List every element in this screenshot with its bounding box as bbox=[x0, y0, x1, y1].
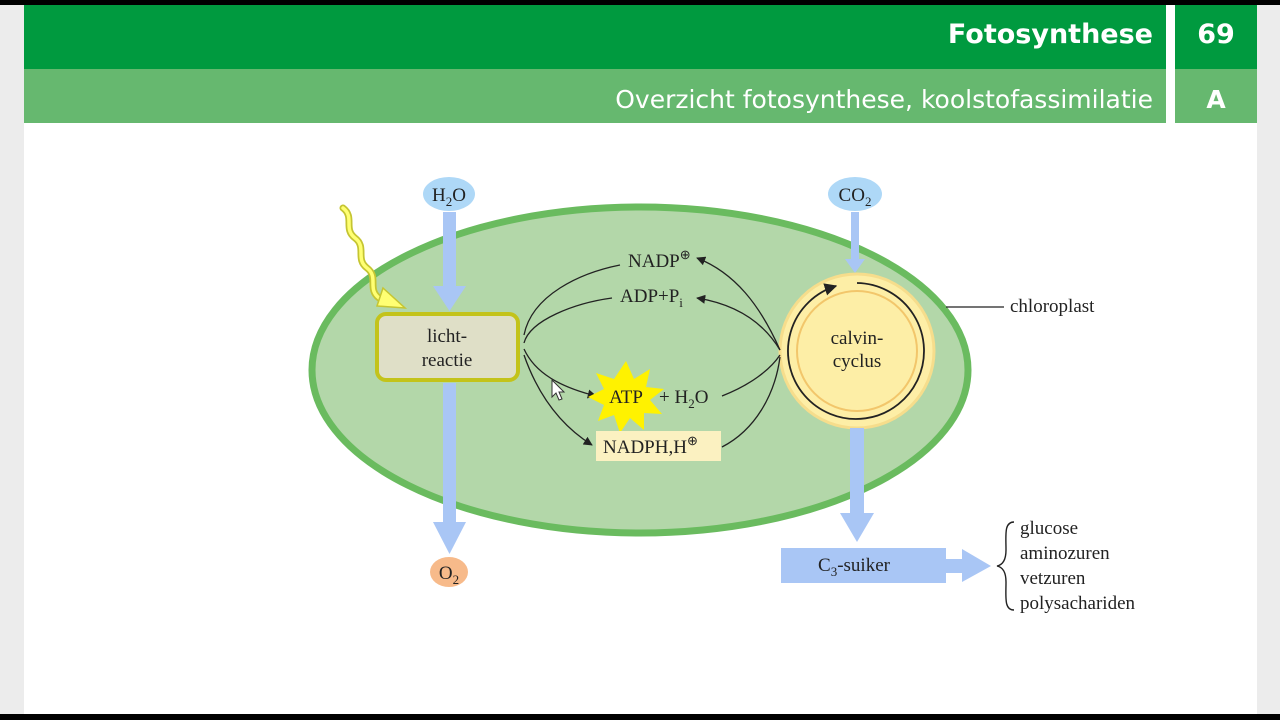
section-subtitle: Overzicht fotosynthese, koolstofassimila… bbox=[615, 85, 1153, 114]
product-glucose: glucose bbox=[1020, 518, 1078, 539]
page-number: 69 bbox=[1197, 19, 1235, 50]
section-letter: A bbox=[1206, 85, 1226, 114]
nadp-to-light-curve bbox=[523, 264, 621, 336]
nadph-forward-arrow bbox=[523, 354, 593, 446]
adp-pi-label: ADP+Pi bbox=[620, 286, 683, 310]
light-wave-inner bbox=[341, 206, 394, 303]
water-molecule-bubble bbox=[423, 177, 475, 211]
oxygen-flow-arrowhead bbox=[433, 522, 466, 554]
sugar-flow-arrow bbox=[850, 428, 864, 516]
co2-flow-arrowhead bbox=[845, 259, 865, 273]
adp-to-light-curve bbox=[523, 297, 613, 344]
atp-label: ATP bbox=[609, 387, 643, 408]
water-product-label: + H2O bbox=[659, 387, 708, 411]
oxygen-molecule-bubble bbox=[430, 557, 468, 587]
subheader-bar bbox=[24, 69, 1257, 123]
chloroplast-label: chloroplast bbox=[1010, 296, 1095, 317]
water-flow-arrow bbox=[443, 212, 456, 290]
nadph-label: NADPH,H⊕ bbox=[603, 433, 698, 458]
oxygen-flow-arrow bbox=[443, 383, 456, 525]
calvin-cycle-inner bbox=[796, 290, 918, 412]
product-aminozuren: aminozuren bbox=[1020, 543, 1110, 564]
photosynthesis-diagram: chloroplast licht- reactie H2O O2 CO2 ca… bbox=[308, 177, 1136, 614]
chapter-title: Fotosynthese bbox=[947, 19, 1153, 50]
light-reaction-line2: reactie bbox=[422, 350, 473, 371]
atp-to-calvin-curve bbox=[721, 354, 781, 397]
slide-page: Fotosynthese 69 Overzicht fotosynthese, … bbox=[24, 5, 1257, 714]
products-brace bbox=[996, 521, 1015, 611]
atp-starburst bbox=[588, 361, 664, 433]
atp-forward-arrow bbox=[523, 348, 597, 399]
calvin-cycle-line1: calvin- bbox=[831, 328, 884, 349]
chloroplast bbox=[308, 203, 972, 537]
header-divider bbox=[1166, 5, 1175, 123]
c3-sugar-box bbox=[781, 548, 946, 583]
sugar-flow-arrowhead bbox=[840, 513, 874, 542]
calvin-cycle-arrow bbox=[787, 282, 925, 420]
products-flow-arrow bbox=[946, 559, 966, 573]
nadph-to-calvin-curve bbox=[721, 356, 781, 448]
header-bar bbox=[24, 5, 1257, 69]
mouse-cursor-icon bbox=[551, 378, 566, 401]
oxygen-molecule-label: O2 bbox=[439, 563, 459, 587]
water-molecule-label: H2O bbox=[432, 185, 466, 209]
product-vetzuren: vetzuren bbox=[1020, 568, 1086, 589]
nadph-box bbox=[596, 431, 721, 461]
co2-flow-arrow bbox=[851, 212, 859, 262]
co2-molecule-label: CO2 bbox=[839, 185, 872, 209]
window-frame: Fotosynthese 69 Overzicht fotosynthese, … bbox=[0, 5, 1280, 714]
co2-molecule-bubble bbox=[828, 177, 882, 211]
calvin-cycle-line2: cyclus bbox=[833, 351, 882, 372]
nadp-label: NADP⊕ bbox=[628, 247, 691, 272]
light-reaction-line1: licht- bbox=[427, 326, 467, 347]
c3-sugar-label: C3-suiker bbox=[818, 555, 891, 579]
light-reaction-box bbox=[375, 312, 520, 382]
nadp-return-arrow bbox=[696, 256, 781, 351]
products-flow-arrowhead bbox=[962, 549, 991, 582]
water-flow-arrowhead bbox=[433, 286, 466, 311]
product-polysachariden: polysachariden bbox=[1020, 593, 1136, 614]
light-wave-arrowhead bbox=[375, 286, 408, 309]
adp-return-arrow bbox=[696, 294, 781, 351]
